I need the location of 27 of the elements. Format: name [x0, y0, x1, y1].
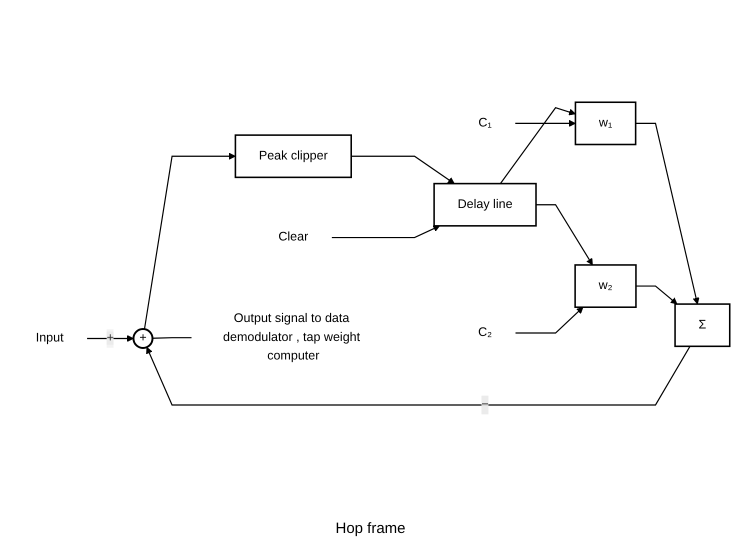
arrow: [499, 106, 576, 184]
arrow: [635, 285, 677, 304]
node-box: [432, 182, 536, 226]
dimension-label: Hop frame: [335, 520, 406, 537]
arrow: [350, 155, 454, 184]
node-text: Input: [35, 331, 64, 344]
arrow: [146, 346, 690, 406]
node-box: [574, 264, 636, 308]
node-text: Output signal to data demodulator , tap weight computer: [222, 312, 360, 362]
block-diagram: + − Input + Σ w₁ w₂ C₁ C₂ Peak clipper Delay line Clear Output signal to data demodulator , tap weight computer: [6, 96, 736, 420]
arrow: [514, 120, 576, 126]
arrow: [536, 204, 592, 265]
node-box: [574, 101, 636, 145]
arrow: [635, 122, 699, 304]
edge-label: +: [106, 331, 114, 344]
connector: [152, 336, 192, 339]
arrow: [143, 152, 236, 329]
node-circle: [132, 328, 153, 349]
node-text: C₁: [478, 116, 492, 130]
arrow: [331, 225, 440, 238]
edge-label: −: [480, 398, 488, 411]
node-box: [234, 134, 352, 178]
node-text: C₂: [478, 326, 492, 339]
arrow: [514, 306, 583, 334]
node-text: Clear: [278, 230, 308, 244]
arrow: [86, 334, 134, 342]
node-box: [674, 302, 730, 347]
